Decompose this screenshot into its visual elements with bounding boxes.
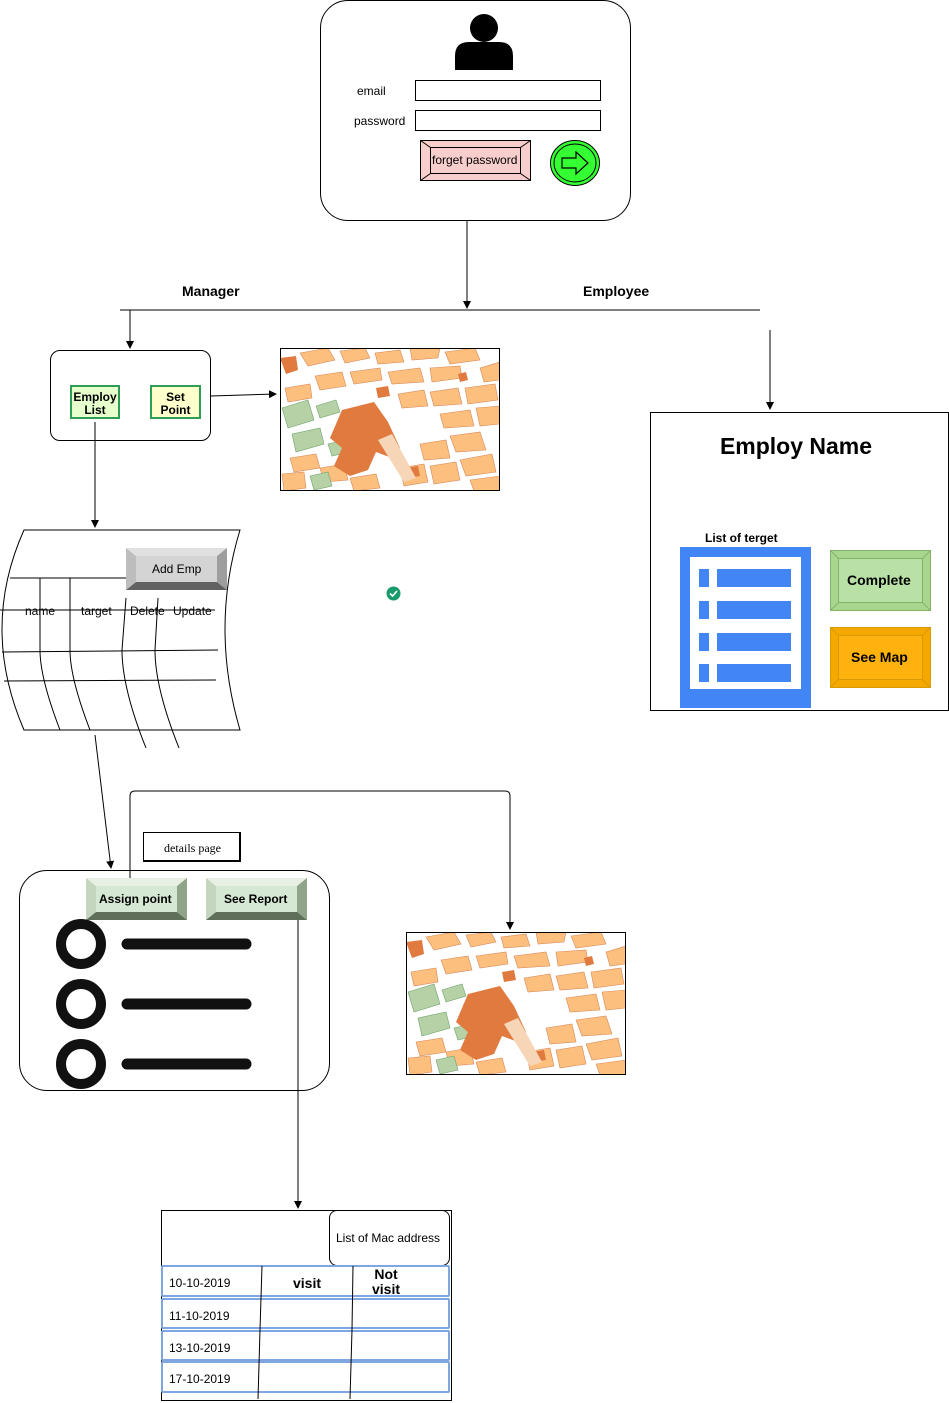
complete-bevel (830, 550, 931, 611)
table-header-target: target (81, 604, 112, 618)
login-card (320, 0, 631, 221)
mac-address-list (329, 1210, 450, 1266)
password-field[interactable] (415, 110, 601, 131)
report-date-2: 11-10-2019 (169, 1309, 230, 1323)
add-emp-button[interactable]: Add Emp (126, 548, 227, 590)
report-row (161, 1361, 450, 1393)
complete-label: Complete (847, 572, 911, 588)
assign-point-label: Assign point (99, 892, 172, 906)
table-header-update: Update (173, 604, 212, 618)
report-date-1: 10-10-2019 (169, 1276, 231, 1290)
add-emp-bevel (126, 548, 227, 590)
report-row (161, 1265, 450, 1297)
radio-item-3 (56, 1039, 252, 1089)
see-map-button[interactable]: See Map (830, 627, 931, 688)
employ-list-label-line2: List (84, 403, 106, 417)
manager-menu (50, 350, 211, 441)
set-point-label-line2: Point (160, 403, 191, 417)
forget-password-shape (420, 140, 531, 181)
email-field[interactable] (415, 80, 601, 101)
employ-list-label-line1: Employ (73, 390, 117, 404)
details-page-label: details page (164, 841, 221, 855)
report-date-4: 17-10-2019 (169, 1372, 231, 1386)
table-header-delete: Delete (130, 604, 165, 618)
employee-role-label: Employee (583, 283, 650, 299)
details-page-label-box (143, 832, 241, 862)
details-card (19, 870, 330, 1091)
report-row (161, 1298, 450, 1329)
report-row (161, 1330, 450, 1361)
forget-password-label: forget password (432, 153, 518, 167)
complete-button[interactable]: Complete (830, 550, 931, 611)
mac-address-label: List of Mac address (336, 1231, 441, 1245)
city-map-image-2 (406, 932, 626, 1075)
employ-list-button[interactable]: Employ List (70, 385, 120, 419)
assign-point-bevel (86, 878, 187, 920)
city-map-image (280, 348, 500, 491)
assign-point-button[interactable]: Assign point (86, 878, 187, 920)
target-list-label: List of terget (705, 531, 778, 545)
see-map-label: See Map (851, 649, 908, 665)
report-date-3: 13-10-2019 (169, 1341, 231, 1355)
visit-header: visit (293, 1275, 322, 1291)
see-report-label: See Report (224, 892, 288, 906)
see-report-bevel (206, 878, 307, 920)
not-visit-header: Not visit (366, 1267, 406, 1297)
add-emp-label: Add Emp (152, 562, 202, 576)
list-icon[interactable] (680, 547, 811, 708)
forget-password-button[interactable]: forget password (420, 140, 531, 181)
table-header-name: name (25, 604, 56, 618)
employee-name-title: Employ Name (719, 433, 873, 459)
not-visit-line1: Not (374, 1266, 398, 1282)
radio-item-2 (56, 979, 252, 1029)
see-report-button[interactable]: See Report (206, 878, 307, 920)
radio-list (56, 919, 252, 1089)
set-point-label-line1: Set (166, 390, 185, 404)
see-map-bevel (830, 627, 931, 688)
login-submit-arrow-icon[interactable] (549, 138, 602, 188)
radio-item-1 (56, 919, 252, 969)
password-label: password (354, 114, 406, 128)
not-visit-line2: visit (371, 1281, 400, 1297)
email-label: email (357, 84, 386, 98)
user-avatar-icon (455, 14, 513, 70)
set-point-button[interactable]: Set Point (150, 385, 201, 419)
manager-role-label: Manager (182, 283, 240, 299)
check-circle-icon (386, 586, 401, 601)
